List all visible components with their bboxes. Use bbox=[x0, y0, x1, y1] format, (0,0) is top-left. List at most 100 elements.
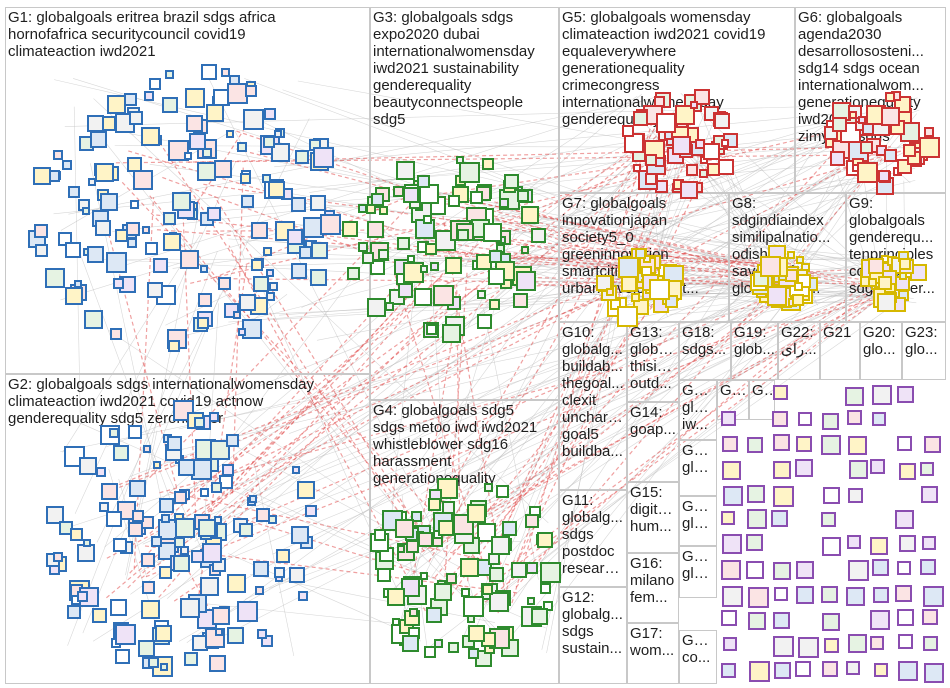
node-avatar[interactable] bbox=[446, 572, 458, 584]
node-avatar[interactable] bbox=[172, 554, 190, 572]
node-avatar[interactable] bbox=[236, 600, 258, 622]
node-avatar[interactable] bbox=[897, 661, 918, 682]
node-avatar[interactable] bbox=[795, 661, 812, 678]
node-avatar[interactable] bbox=[831, 117, 847, 133]
node-avatar[interactable] bbox=[847, 534, 862, 549]
node-avatar[interactable] bbox=[822, 536, 842, 556]
node-avatar[interactable] bbox=[425, 243, 438, 256]
group-panel-g2x-e[interactable]: G2...co... bbox=[679, 630, 717, 684]
node-avatar[interactable] bbox=[108, 427, 119, 438]
node-avatar[interactable] bbox=[296, 480, 315, 499]
node-avatar[interactable] bbox=[245, 85, 258, 98]
node-avatar[interactable] bbox=[114, 624, 136, 646]
node-avatar[interactable] bbox=[77, 591, 89, 603]
node-avatar[interactable] bbox=[759, 255, 781, 277]
node-avatar[interactable] bbox=[429, 262, 439, 272]
node-avatar[interactable] bbox=[32, 167, 51, 186]
node-avatar[interactable] bbox=[79, 456, 98, 475]
node-avatar[interactable] bbox=[922, 636, 938, 652]
node-avatar[interactable] bbox=[847, 634, 867, 654]
node-avatar[interactable] bbox=[251, 258, 264, 271]
node-avatar[interactable] bbox=[526, 597, 535, 606]
node-avatar[interactable] bbox=[447, 194, 460, 207]
node-avatar[interactable] bbox=[425, 324, 437, 336]
node-avatar[interactable] bbox=[129, 200, 139, 210]
group-panel-g2x-c[interactable]: G2...glo... bbox=[679, 496, 717, 546]
node-avatar[interactable] bbox=[417, 175, 431, 189]
node-avatar[interactable] bbox=[530, 228, 546, 244]
node-avatar[interactable] bbox=[433, 284, 455, 306]
node-avatar[interactable] bbox=[537, 531, 554, 548]
node-avatar[interactable] bbox=[880, 106, 900, 126]
node-avatar[interactable] bbox=[747, 436, 764, 453]
node-avatar[interactable] bbox=[52, 551, 63, 562]
node-avatar[interactable] bbox=[606, 287, 615, 296]
node-avatar[interactable] bbox=[595, 274, 612, 291]
node-avatar[interactable] bbox=[504, 173, 520, 189]
node-avatar[interactable] bbox=[52, 150, 63, 161]
node-avatar[interactable] bbox=[107, 94, 127, 114]
node-avatar[interactable] bbox=[870, 636, 885, 651]
node-avatar[interactable] bbox=[237, 328, 246, 337]
node-avatar[interactable] bbox=[746, 560, 765, 579]
node-avatar[interactable] bbox=[488, 567, 504, 583]
node-avatar[interactable] bbox=[320, 213, 342, 235]
node-avatar[interactable] bbox=[210, 440, 231, 461]
node-avatar[interactable] bbox=[920, 461, 935, 476]
node-avatar[interactable] bbox=[721, 534, 742, 555]
node-avatar[interactable] bbox=[520, 206, 539, 225]
node-avatar[interactable] bbox=[62, 159, 73, 170]
node-avatar[interactable] bbox=[175, 517, 196, 538]
node-avatar[interactable] bbox=[214, 627, 223, 636]
node-avatar[interactable] bbox=[422, 215, 432, 225]
node-avatar[interactable] bbox=[252, 275, 269, 292]
node-avatar[interactable] bbox=[898, 258, 911, 271]
node-avatar[interactable] bbox=[112, 444, 129, 461]
node-avatar[interactable] bbox=[694, 88, 710, 105]
node-avatar[interactable] bbox=[746, 509, 767, 530]
node-avatar[interactable] bbox=[46, 506, 65, 525]
node-avatar[interactable] bbox=[128, 425, 143, 440]
node-avatar[interactable] bbox=[268, 181, 286, 199]
node-avatar[interactable] bbox=[152, 461, 161, 470]
node-avatar[interactable] bbox=[125, 222, 140, 237]
node-avatar[interactable] bbox=[520, 246, 529, 255]
group-panel-g17[interactable]: G17:wom... bbox=[627, 623, 679, 684]
node-avatar[interactable] bbox=[746, 534, 764, 552]
node-avatar[interactable] bbox=[823, 637, 839, 653]
node-avatar[interactable] bbox=[540, 583, 552, 595]
group-panel-g9[interactable]: G9:globalgoalsgenderequ...tenprinciplesc… bbox=[846, 193, 946, 322]
node-avatar[interactable] bbox=[610, 298, 622, 310]
node-avatar[interactable] bbox=[262, 136, 275, 149]
node-avatar[interactable] bbox=[884, 148, 898, 162]
node-avatar[interactable] bbox=[290, 526, 309, 545]
node-avatar[interactable] bbox=[410, 511, 422, 523]
node-avatar[interactable] bbox=[210, 481, 222, 493]
node-avatar[interactable] bbox=[109, 328, 122, 341]
node-avatar[interactable] bbox=[214, 160, 233, 179]
group-panel-g15[interactable]: G15:digita...hum... bbox=[627, 482, 679, 553]
node-avatar[interactable] bbox=[268, 281, 278, 291]
node-avatar[interactable] bbox=[848, 560, 870, 582]
node-avatar[interactable] bbox=[848, 436, 868, 456]
node-avatar[interactable] bbox=[770, 509, 788, 527]
node-avatar[interactable] bbox=[872, 384, 893, 405]
node-avatar[interactable] bbox=[633, 111, 649, 126]
node-avatar[interactable] bbox=[179, 546, 189, 556]
group-panel-g2x-d[interactable]: G2...glo... bbox=[679, 546, 717, 598]
node-avatar[interactable] bbox=[703, 143, 721, 161]
node-avatar[interactable] bbox=[444, 257, 462, 275]
node-avatar[interactable] bbox=[299, 246, 313, 260]
node-avatar[interactable] bbox=[698, 169, 708, 179]
node-avatar[interactable] bbox=[723, 485, 744, 506]
node-avatar[interactable] bbox=[196, 316, 209, 329]
node-avatar[interactable] bbox=[397, 282, 413, 298]
node-avatar[interactable] bbox=[798, 637, 820, 659]
node-avatar[interactable] bbox=[163, 232, 182, 251]
node-avatar[interactable] bbox=[292, 466, 301, 475]
node-avatar[interactable] bbox=[397, 237, 411, 251]
